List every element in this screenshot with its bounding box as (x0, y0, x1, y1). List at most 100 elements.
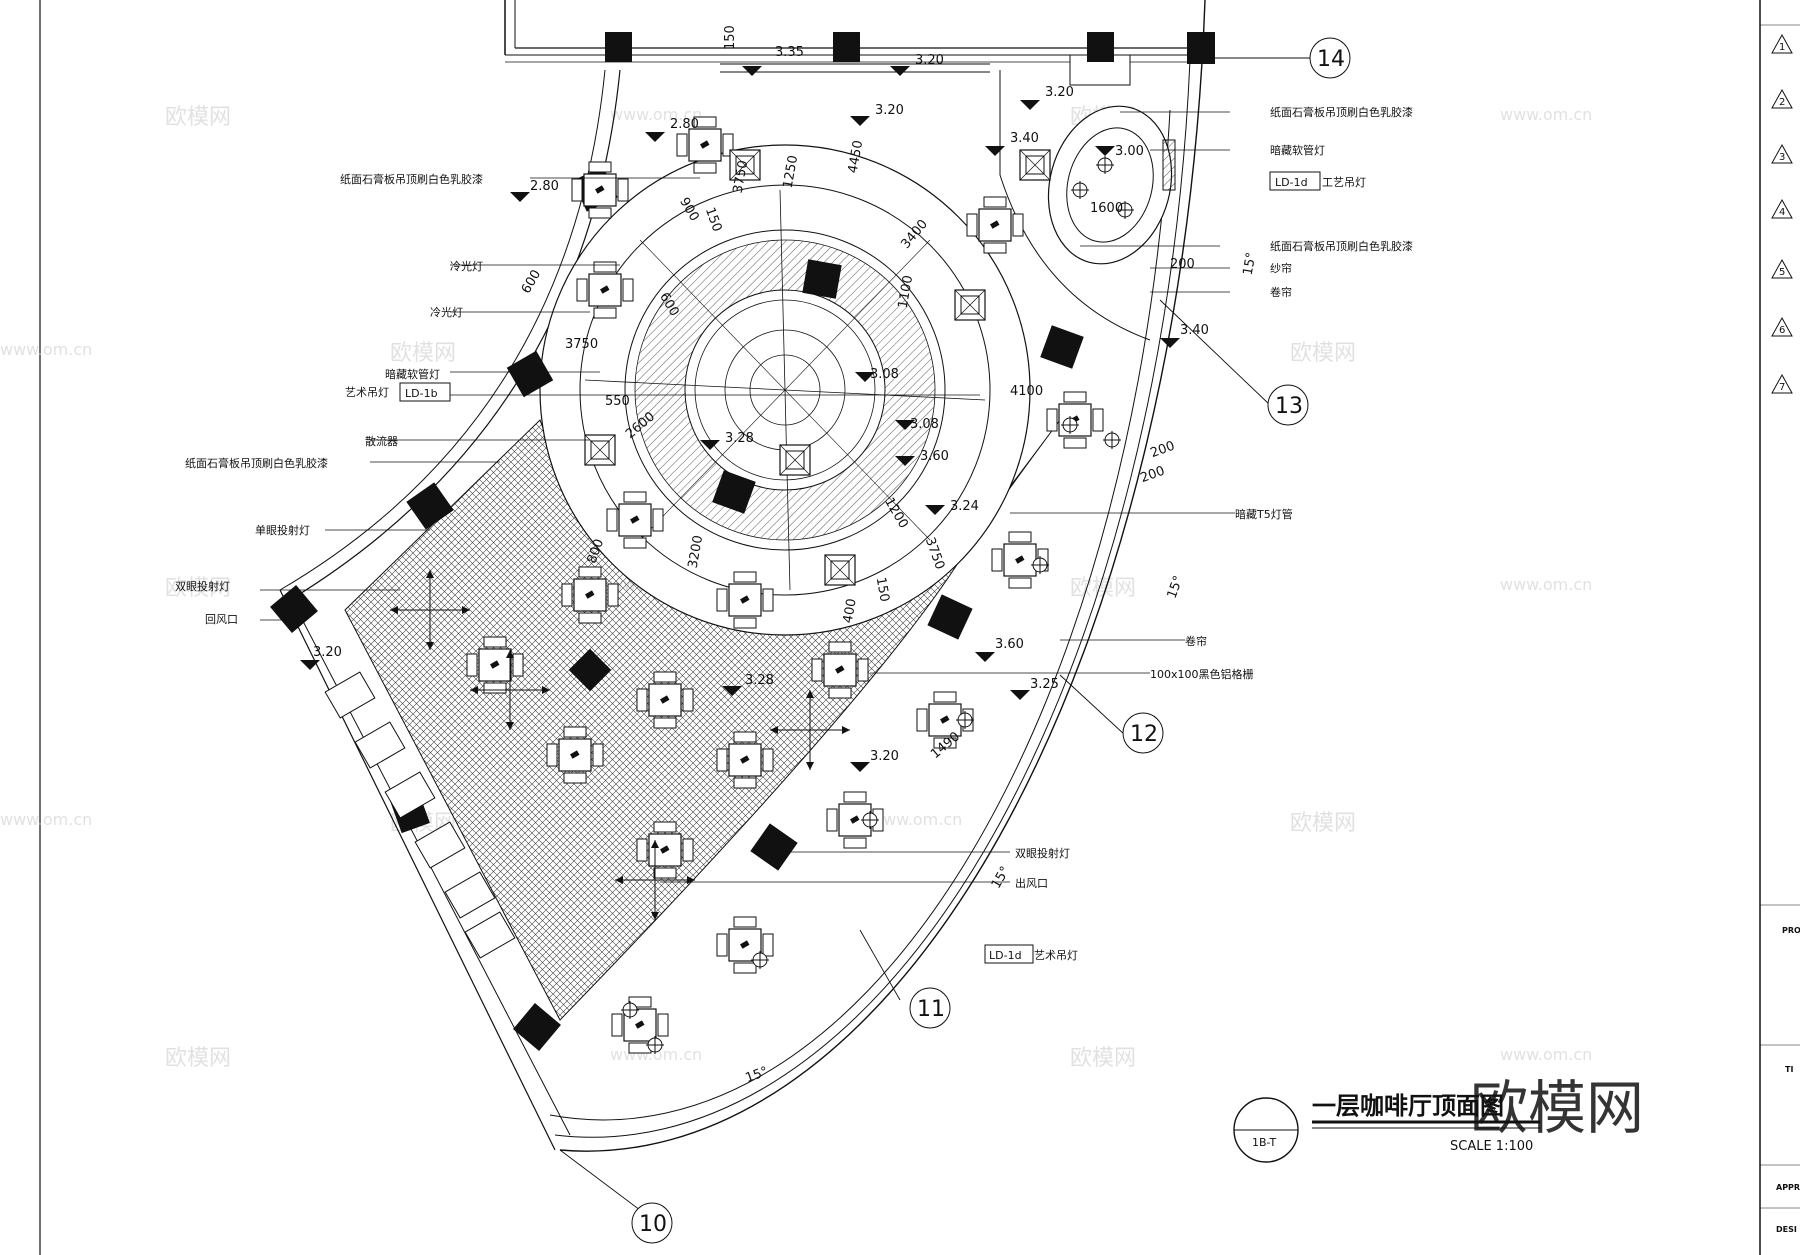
revision-marker: 3 (1771, 143, 1793, 164)
watermark-text: 欧模网 (1290, 341, 1356, 366)
dimension: 150 (873, 576, 892, 603)
dimension: 4450 (846, 139, 867, 174)
title-block-label: DESI (1776, 1225, 1797, 1234)
axis-bubble-11: 11 (909, 987, 951, 1029)
dimension: 3750 (731, 159, 752, 194)
level-mark: 3.20 (313, 645, 342, 660)
level-mark: 3.35 (775, 45, 804, 60)
svg-text:4: 4 (1779, 207, 1785, 218)
annotation-grille: 100x100黑色铝格栅 (1150, 667, 1254, 681)
svg-text:7: 7 (1779, 382, 1785, 393)
dimension: 400 (841, 597, 860, 624)
tag-ld1d-bottom-label: LD-1d (989, 949, 1022, 962)
level-mark: 3.20 (915, 53, 944, 68)
top-wall (504, 0, 1215, 86)
annotation-roller-blind: 卷帘 (1185, 634, 1207, 648)
column (833, 32, 860, 62)
angle-labels: 15° 15° 15° 15° (743, 251, 1259, 1086)
annotation-double-downlight: 双眼投射灯 (1015, 846, 1070, 860)
revision-marker: 4 (1771, 198, 1793, 219)
watermark-text: 欧模网 (390, 341, 456, 366)
level-mark: 3.08 (870, 367, 899, 382)
dimension: 550 (605, 394, 630, 409)
drawing-title-text: 一层咖啡厅顶面图 (1312, 1092, 1504, 1120)
column (1187, 32, 1215, 64)
level-mark: 3.25 (1030, 677, 1059, 692)
watermark-url: www.om.cn (1500, 1045, 1592, 1064)
watermark-text: 欧模网 (165, 1046, 231, 1071)
dimension: 200 (1138, 464, 1166, 487)
tag-ld1d-bottom (984, 944, 1034, 964)
annotation-gypsum-ceiling: 纸面石膏板吊顶刷白色乳胶漆 (1270, 105, 1413, 119)
annotation-single-downlight: 单眼投射灯 (255, 523, 310, 537)
annotation-concealed-tube: 暗藏软管灯 (1270, 143, 1325, 157)
level-markers: 3.35 3.20 2.80 3.20 3.20 3.40 3.00 2.80 … (300, 45, 1209, 772)
watermark-text: 欧模网 (1070, 1046, 1136, 1071)
title-block-label: PRO (1782, 926, 1800, 935)
annotation-cold-light: 冷光灯 (430, 305, 463, 319)
title-block-label: APPR (1776, 1183, 1800, 1192)
annotation-supply-air: 出风口 (1015, 876, 1048, 890)
tag-ld1b-label: LD-1b (405, 387, 438, 400)
level-mark: 3.60 (920, 449, 949, 464)
angle-label: 15° (743, 1064, 770, 1086)
axis-number: 14 (1317, 47, 1345, 72)
tag-ld1d-top (1269, 171, 1321, 191)
annotation-return-air: 回风口 (205, 613, 238, 626)
dimension: 1100 (896, 274, 917, 309)
level-mark: 3.20 (875, 103, 904, 118)
level-mark: 2.80 (670, 117, 699, 132)
revision-marker: 7 (1771, 373, 1793, 394)
dimension: 150 (723, 25, 738, 50)
revision-marker: 6 (1771, 316, 1793, 337)
title-block-column (1760, 0, 1800, 1255)
level-mark: 3.28 (745, 673, 774, 688)
level-mark: 3.40 (1010, 131, 1039, 146)
title-block-label: TI (1785, 1065, 1793, 1074)
level-mark: 3.40 (1180, 323, 1209, 338)
column (605, 32, 632, 62)
dimension: 3750 (565, 337, 598, 352)
svg-text:2: 2 (1779, 97, 1785, 108)
svg-text:5: 5 (1779, 267, 1785, 278)
revision-column: 1 2 3 4 5 6 7 PRO TI APPR (1760, 24, 1800, 1234)
angle-label: 15° (989, 864, 1014, 891)
annotation-gypsum-ceiling: 纸面石膏板吊顶刷白色乳胶漆 (340, 172, 483, 186)
leader-lines (260, 111, 1235, 883)
svg-text:1: 1 (1779, 42, 1785, 53)
annotation-gypsum-ceiling: 纸面石膏板吊顶刷白色乳胶漆 (1270, 239, 1413, 253)
tag-ld1b (399, 382, 451, 402)
revision-marker: 2 (1771, 88, 1793, 109)
axis-number: 13 (1275, 394, 1303, 419)
level-mark: 3.28 (725, 431, 754, 446)
annotations-left: 纸面石膏板吊顶刷白色乳胶漆 冷光灯 冷光灯 暗藏软管灯 艺术吊灯 LD-1b 散… (175, 172, 483, 626)
axis-number: 12 (1130, 722, 1158, 747)
dimension: 1250 (781, 154, 802, 189)
dimension: 3200 (686, 534, 707, 569)
level-mark: 3.60 (995, 637, 1024, 652)
watermark-url: www.om.cn (610, 105, 702, 124)
level-mark: 3.24 (950, 499, 979, 514)
dimension: 1600 (1090, 201, 1123, 216)
annotation-concealed-t5: 暗藏T5灯管 (1235, 507, 1293, 521)
axis-grid (559, 57, 1310, 1211)
annotation-cold-light: 冷光灯 (450, 259, 483, 273)
annotation-double-downlight: 双眼投射灯 (175, 579, 230, 593)
watermark-text: 欧模网 (1290, 811, 1356, 836)
angle-label: 15° (1241, 251, 1260, 276)
drawing-title: 1B-T 一层咖啡厅顶面图 SCALE 1:100 (1233, 1092, 1540, 1163)
revision-marker: 1 (1771, 33, 1793, 54)
axis-bubble-13: 13 (1267, 384, 1309, 426)
axis-bubble-10: 10 (631, 1202, 673, 1244)
annotation-sheer-curtain: 纱帘 (1270, 261, 1292, 275)
axis-number: 10 (639, 1212, 667, 1237)
dimension: 200 (1148, 439, 1176, 462)
svg-text:6: 6 (1779, 325, 1785, 336)
level-mark: 3.20 (1045, 85, 1074, 100)
logo-watermark: 欧模网 (1470, 1074, 1644, 1142)
watermark-text: 欧模网 (165, 105, 231, 130)
axis-bubble-14: 14 (1309, 37, 1351, 79)
columns (270, 166, 1084, 1051)
annotation-roller-blind: 卷帘 (1270, 285, 1292, 299)
annotations-right: 纸面石膏板吊顶刷白色乳胶漆 暗藏软管灯 LD-1d 工艺吊灯 纸面石膏板吊顶刷白… (984, 105, 1413, 964)
